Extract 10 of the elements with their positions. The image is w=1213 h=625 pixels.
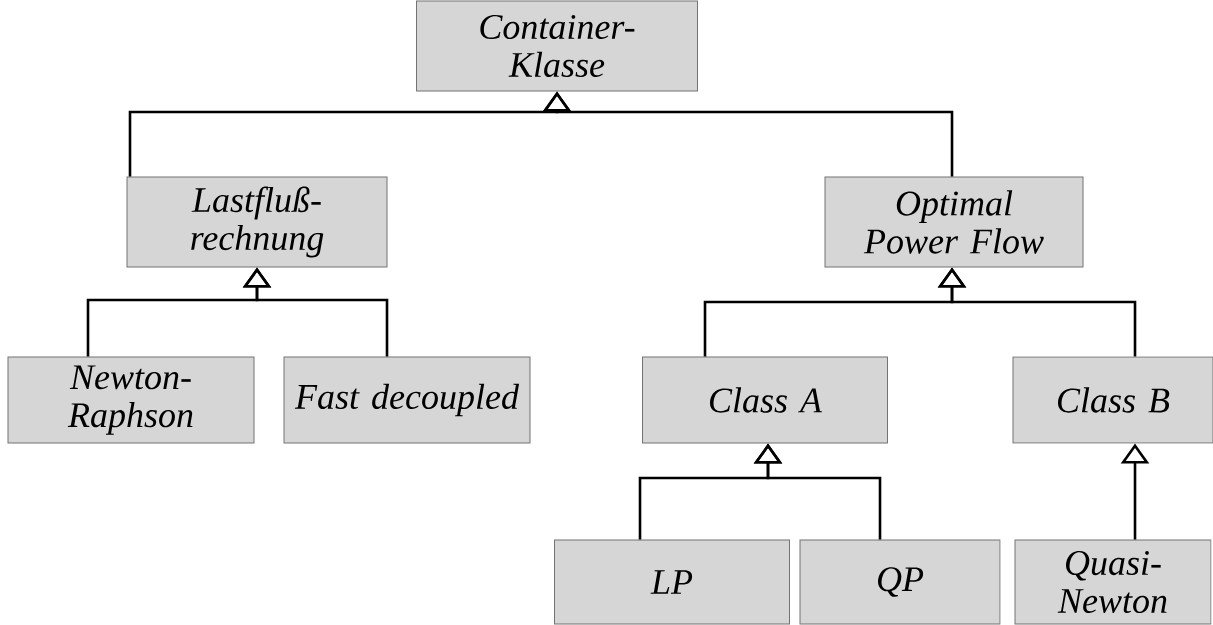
class-box: Class B <box>1012 356 1213 444</box>
class-box: Class A <box>642 356 888 444</box>
class-box: Optimal Power Flow <box>824 176 1084 268</box>
class-box: Quasi- Newton <box>1014 539 1212 625</box>
class-box: LP <box>554 539 790 625</box>
class-box: Fast decoupled <box>283 356 531 444</box>
class-box: Container- Klasse <box>416 0 698 92</box>
class-box: QP <box>799 539 1001 625</box>
class-box: Lastfluß- rechnung <box>126 176 388 268</box>
class-box: Newton- Raphson <box>7 356 255 444</box>
